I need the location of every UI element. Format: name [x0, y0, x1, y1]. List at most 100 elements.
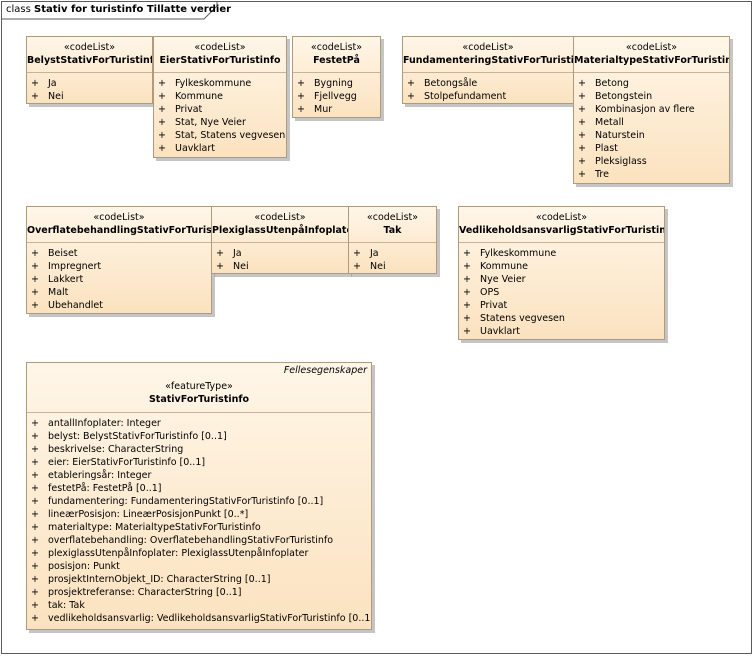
class-attribute-text: Fylkeskommune [480, 248, 557, 259]
class-attribute-row: +tak: Tak [27, 599, 371, 612]
class-header: Fellesegenskaper «featureType» StativFor… [27, 363, 371, 413]
codelist-materialtype-stativ[interactable]: «codeList» MaterialtypeStativForTuristin… [573, 36, 730, 184]
visibility-public-icon: + [31, 535, 39, 546]
visibility-public-icon: + [31, 457, 39, 468]
visibility-public-icon: + [31, 587, 39, 598]
featuretype-stativ-for-turistinfo[interactable]: Fellesegenskaper «featureType» StativFor… [26, 362, 372, 630]
class-attribute-row: +Privat [459, 299, 664, 312]
class-attribute-row: +Ja [27, 77, 152, 90]
class-attribute-text: Kommune [480, 261, 528, 272]
class-name: StativForTuristinfo [148, 394, 250, 405]
class-attributes: +Beiset+Impregnert+Lakkert+Malt+Ubehandl… [27, 243, 211, 312]
codelist-eier-stativ[interactable]: «codeList» EierStativForTuristinfo +Fylk… [153, 36, 287, 158]
diagram-title: class Stativ for turistinfo Tillatte ver… [6, 4, 231, 15]
class-attribute-row: +fundamentering: FundamenteringStativFor… [27, 495, 371, 508]
class-attribute-text: OPS [480, 287, 500, 298]
class-attribute-row: +festetPå: FestetPå [0..1] [27, 482, 371, 495]
class-attribute-text: Fjellvegg [314, 91, 357, 102]
class-attribute-text: prosjektreferanse: CharacterString [0..1… [48, 587, 242, 598]
class-attribute-text: overflatebehandling: Overflatebehandling… [48, 535, 334, 546]
class-attribute-row: + Naturstein [574, 129, 729, 142]
class-attributes: +Betong+Betongstein+Kombinasjon av flere… [574, 73, 729, 181]
class-attribute-row: + materialtype: MaterialtypeStativForTuri… [27, 521, 371, 534]
visibility-public-icon: + [578, 130, 586, 141]
class-attribute-text: Fylkeskommune [175, 78, 252, 89]
class-attribute-row: +Fjellvegg [293, 90, 380, 103]
class-attribute-text: eier: EierStativForTuristinfo [0..1] [48, 457, 206, 468]
class-attribute-row: +Metall [574, 116, 729, 129]
visibility-public-icon: + [31, 574, 39, 585]
visibility-public-icon: + [578, 78, 586, 89]
class-attribute-row: + eier: EierStativForTuristinfo [0..1] [27, 456, 371, 469]
visibility-public-icon: + [353, 248, 361, 259]
class-attribute-text: Stolpefundament [424, 91, 507, 102]
class-attribute-text: Ja [48, 78, 57, 89]
class-attribute-row: +Stolpefundament [403, 90, 573, 103]
class-attribute-text: Naturstein [595, 130, 645, 141]
class-attribute-row: +Fylkeskommune [459, 247, 664, 260]
visibility-public-icon: + [31, 496, 39, 507]
visibility-public-icon: + [158, 130, 166, 141]
class-attributes: +Betongsåle+Stolpefundament [403, 73, 573, 103]
class-attributes: +Ja+Nei [27, 73, 152, 103]
visibility-public-icon: + [578, 91, 586, 102]
visibility-public-icon: + [31, 431, 39, 442]
class-attribute-text: Beiset [48, 248, 78, 259]
visibility-public-icon: + [31, 613, 39, 624]
class-attribute-row: +vedlikeholdsansvarlig: Vedlikeholdsansv… [27, 612, 371, 625]
class-attribute-row: +OPS [459, 286, 664, 299]
class-attribute-row: + Betong [574, 77, 729, 90]
class-attribute-text: festetPå: FestetPå [0..1] [48, 483, 162, 494]
codelist-belyst-stativ[interactable]: «codeList» BelystStativForTuristinfo +Ja… [26, 36, 153, 104]
visibility-public-icon: + [216, 248, 224, 259]
class-attribute-text: Kombinasjon av flere [595, 104, 695, 115]
class-attribute-row: +antallInfoplater: Integer [27, 417, 371, 430]
class-attribute-text: Betong [595, 78, 629, 89]
visibility-public-icon: + [31, 561, 39, 572]
class-attribute-text: materialtype: MaterialtypeStativForTuris… [48, 522, 261, 533]
class-attribute-text: Uavklart [175, 143, 215, 154]
class-stereotype: «codeList» [625, 42, 678, 53]
class-attribute-row: +Impregnert [27, 260, 211, 273]
codelist-festet-pa[interactable]: «codeList» FestetPå +Bygning+Fjellvegg+M… [292, 36, 381, 118]
class-attribute-row: +Bygning [293, 77, 380, 90]
class-attributes: +Bygning+Fjellvegg+Mur [293, 73, 380, 116]
class-attribute-text: Ja [370, 248, 379, 259]
class-stereotype: «codeList» [366, 212, 419, 223]
visibility-public-icon: + [216, 261, 224, 272]
class-name: FestetPå [313, 55, 360, 66]
codelist-tak[interactable]: «codeList» Tak +Ja+Nei [348, 206, 437, 274]
class-header: «codeList» OverflatebehandlingStativForT… [27, 207, 211, 243]
codelist-vedlikeholdsansvarlig-stativ[interactable]: «codeList» VedlikeholdsansvarligStativFo… [458, 206, 665, 340]
class-attribute-row: +Nye Veier [459, 273, 664, 286]
class-stereotype: «codeList» [63, 42, 116, 53]
visibility-public-icon: + [578, 117, 586, 128]
class-header: «codeList» EierStativForTuristinfo [154, 37, 286, 73]
class-attribute-text: plexiglassUtenpåInfoplater: PlexiglassUt… [48, 548, 309, 559]
class-attribute-text: belyst: BelystStativForTuristinfo [0..1] [48, 431, 227, 442]
class-attribute-row: +Mur [293, 103, 380, 116]
class-attribute-row: +Tre [574, 168, 729, 181]
visibility-public-icon: + [31, 418, 39, 429]
class-attribute-row: + belyst: BelystStativForTuristinfo [0..1… [27, 430, 371, 443]
class-attribute-row: +Fylkeskommune [154, 77, 286, 90]
codelist-plexiglass-utenpa[interactable]: «codeList» PlexiglassUtenpåInfoplater +J… [211, 206, 349, 274]
class-attribute-text: Betongsåle [424, 78, 478, 89]
class-stereotype: «codeList» [462, 42, 514, 53]
class-attribute-row: +etableringsår: Integer [27, 469, 371, 482]
class-attribute-text: beskrivelse: CharacterString [48, 444, 184, 455]
codelist-overflatebehandling-stativ[interactable]: «codeList» OverflatebehandlingStativForT… [26, 206, 212, 314]
class-attribute-text: tak: Tak [48, 600, 85, 611]
class-stereotype: «codeList» [310, 42, 363, 53]
class-attribute-text: Stat, Nye Veier [175, 117, 246, 128]
codelist-fundamentering-stativ[interactable]: «codeList» FundamenteringStativForTurist… [402, 36, 574, 104]
visibility-public-icon: + [578, 156, 586, 167]
class-attribute-text: Nei [370, 261, 386, 272]
class-attribute-row: +Uavklart [459, 325, 664, 338]
class-attribute-text: Kommune [175, 91, 223, 102]
visibility-public-icon: + [31, 522, 39, 533]
class-attribute-text: Ja [233, 248, 242, 259]
class-attribute-text: Stat, Statens vegvesen [175, 130, 286, 141]
class-attribute-text: Statens vegvesen [480, 313, 565, 324]
